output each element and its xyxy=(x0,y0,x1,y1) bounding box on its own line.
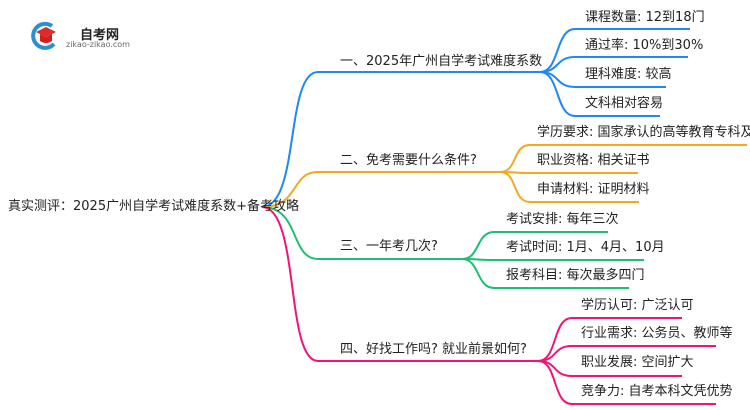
branch-4-label: 四、好找工作吗? 就业前景如何? xyxy=(340,342,527,357)
logo-title: 自考网 xyxy=(80,28,120,43)
branch-3-label: 三、一年考几次? xyxy=(340,239,438,254)
leaf-2-1: 学历要求: 国家承认的高等教育专科及以上 xyxy=(537,125,750,140)
root-topic: 真实测评：2025广州自学考试难度系数+备考攻略 xyxy=(8,199,299,214)
branch-2-label: 二、免考需要什么条件? xyxy=(340,153,477,168)
leaf-4-2: 行业需求: 公务员、教师等 xyxy=(581,326,733,341)
branch-4-lines xyxy=(261,206,716,405)
leaf-2-3: 申请材料: 证明材料 xyxy=(537,182,650,197)
logo-url: zikao-zikao.com xyxy=(66,40,130,49)
leaf-4-4: 竞争力: 自考本科文凭优势 xyxy=(581,384,733,399)
leaf-1-2: 通过率: 10%到30% xyxy=(585,38,704,53)
leaf-4-3: 职业发展: 空间扩大 xyxy=(581,355,694,370)
leaf-1-1: 课程数量: 12到18门 xyxy=(585,10,705,25)
branch-1-lines xyxy=(261,28,690,208)
logo-graduation-cap-icon xyxy=(31,21,56,50)
branch-3-lines xyxy=(261,206,644,289)
leaf-3-3: 报考科目: 每次最多四门 xyxy=(506,268,645,283)
leaf-4-1: 学历认可: 广泛认可 xyxy=(581,298,694,313)
leaf-1-3: 理科难度: 较高 xyxy=(585,67,672,82)
logo xyxy=(30,20,140,50)
leaf-2-2: 职业资格: 相关证书 xyxy=(537,153,650,168)
leaf-1-4: 文科相对容易 xyxy=(585,96,664,111)
leaf-3-1: 考试安排: 每年三次 xyxy=(506,212,619,227)
branch-2-lines xyxy=(261,144,747,208)
leaf-3-2: 考试时间: 1月、4月、10月 xyxy=(506,240,665,255)
branch-1-label: 一、2025年广州自学考试难度系数 xyxy=(340,54,543,69)
